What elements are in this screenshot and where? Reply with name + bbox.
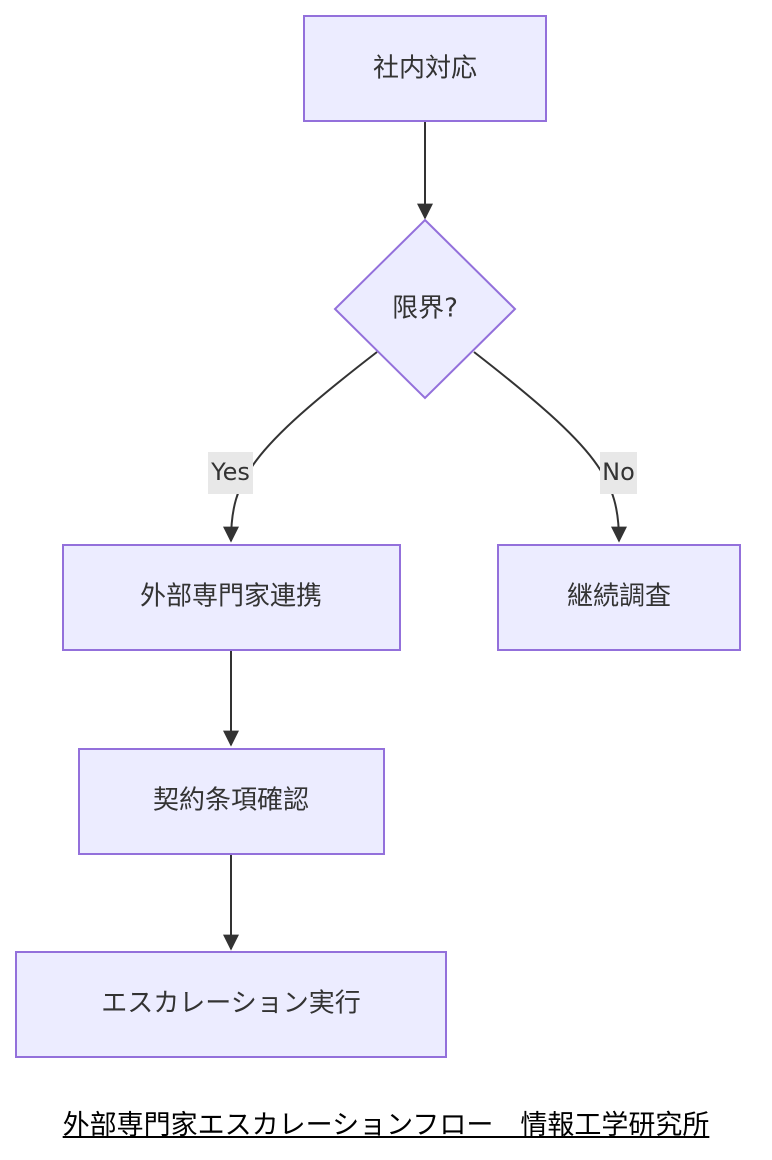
node-decision-label: 限界? bbox=[392, 294, 458, 324]
edge-decision-to-continue bbox=[473, 351, 627, 543]
node-expert[interactable]: 外部専門家連携 bbox=[62, 544, 401, 651]
node-contract[interactable]: 契約条項確認 bbox=[78, 748, 385, 855]
node-decision[interactable]: 限界? bbox=[333, 218, 517, 400]
node-continue[interactable]: 継続調査 bbox=[497, 544, 741, 651]
edge-label-yes: Yes bbox=[208, 452, 253, 494]
edge-label-yes-text: Yes bbox=[210, 458, 250, 486]
node-start-label: 社内対応 bbox=[373, 54, 477, 84]
diagram-caption: 外部専門家エスカレーションフロー 情報工学研究所 bbox=[62, 1110, 710, 1141]
node-contract-label: 契約条項確認 bbox=[153, 786, 309, 816]
edge-label-no-text: No bbox=[602, 458, 635, 486]
edge-decision-to-expert bbox=[223, 351, 378, 543]
node-continue-label: 継続調査 bbox=[567, 582, 671, 612]
edges bbox=[223, 122, 627, 951]
node-expert-label: 外部専門家連携 bbox=[140, 582, 322, 612]
edge-label-no: No bbox=[600, 452, 637, 494]
node-escalate-label: エスカレーション実行 bbox=[101, 989, 360, 1019]
node-start[interactable]: 社内対応 bbox=[303, 15, 547, 122]
node-escalate[interactable]: エスカレーション実行 bbox=[15, 951, 447, 1058]
